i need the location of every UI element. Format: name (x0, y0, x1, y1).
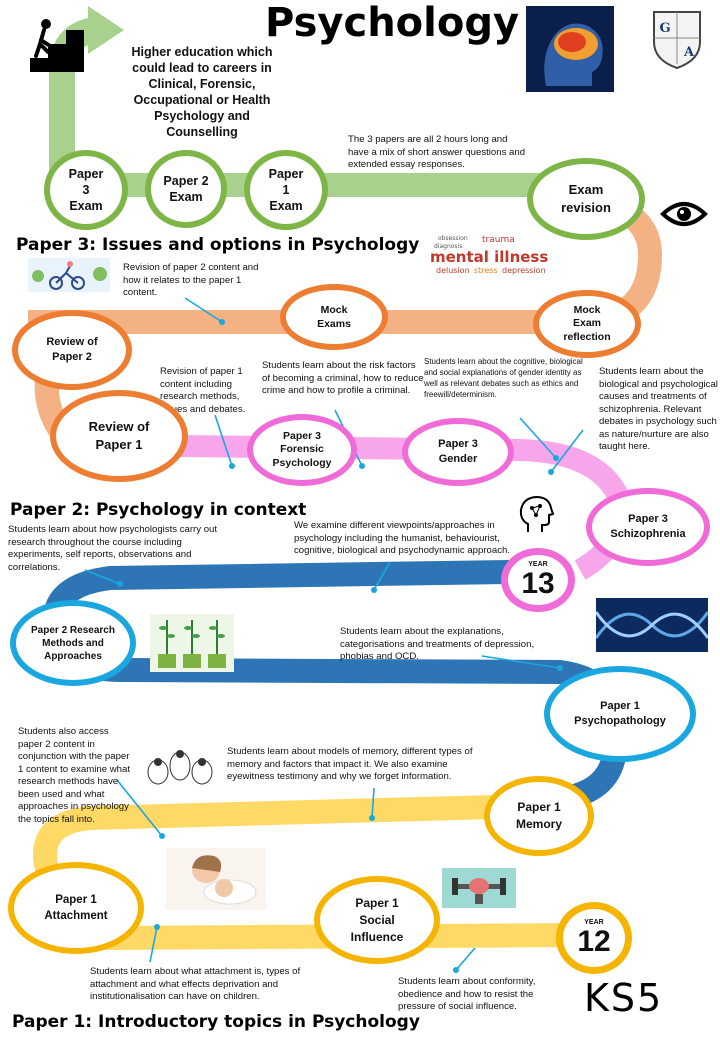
year12-badge: YEAR 12 (556, 902, 632, 974)
exam-revision-circle: Exam revision (527, 158, 645, 240)
wordcloud-word: obsession (438, 235, 468, 242)
logo-letter-a: A (683, 45, 695, 60)
revision-paper1-note: Revision of paper 1 content including re… (160, 366, 246, 415)
heading-paper1: Paper 1: Introductory topics in Psycholo… (12, 1012, 420, 1032)
psychopathology-circle: Paper 1 Psychopathology (544, 666, 696, 762)
eye-icon (660, 198, 708, 230)
memory-circle: Paper 1 Memory (484, 776, 594, 856)
wordcloud-word: depression (502, 266, 546, 275)
paper3-exam-circle: Paper 3 Exam (44, 150, 128, 230)
approaches-note: We examine different viewpoints/approach… (294, 520, 510, 556)
social-influence-circle: Paper 1 Social Influence (314, 876, 440, 964)
page-title: Psychology (265, 0, 520, 46)
bicycle-image (28, 258, 110, 292)
dumbbell-brain-image (442, 868, 516, 908)
gender-note: Students learn about the cognitive, biol… (424, 357, 583, 399)
paper2-exam-circle: Paper 2 Exam (145, 150, 227, 228)
forensic-psychology-circle: Paper 3 Forensic Psychology (247, 414, 357, 486)
wordcloud-word: trauma (482, 235, 515, 245)
psychopathology-note: Students learn about the explanations, c… (340, 626, 535, 662)
research-methods-circle: Paper 2 Research Methods and Approaches (10, 600, 136, 686)
ks5-label: KS5 (584, 976, 664, 1020)
wordcloud-word: diagnosis (434, 243, 462, 250)
mock-exam-reflection-circle: Mock Exam reflection (533, 290, 641, 358)
year13-badge: YEAR 13 (501, 548, 575, 612)
social-note: Students learn about conformity, obedien… (398, 976, 536, 1012)
wordcloud-word: delusion (436, 266, 470, 275)
word-cloud-image: obsession trauma diagnosis mental illnes… (424, 232, 554, 280)
wordcloud-word: stress (474, 266, 498, 275)
plants-image (150, 614, 234, 672)
attachment-circle: Paper 1 Attachment (8, 862, 144, 954)
heading-paper2: Paper 2: Psychology in context (10, 500, 307, 520)
dna-image (594, 598, 710, 652)
baby-image (166, 848, 266, 910)
review-paper2-circle: Review of Paper 2 (12, 310, 132, 390)
memory-note: Students learn about models of memory, d… (227, 746, 473, 782)
mock-exams-circle: Mock Exams (280, 284, 388, 350)
forensic-note: Students learn about the risk factors of… (262, 360, 424, 396)
gender-circle: Paper 3 Gender (402, 418, 514, 486)
stairs-icon (24, 14, 96, 76)
schizophrenia-note: Students learn about the biological and … (599, 366, 718, 452)
paper2-access-note: Students also access paper 2 content in … (18, 726, 130, 825)
attachment-note: Students learn about what attachment is,… (90, 966, 301, 1002)
heading-paper3: Paper 3: Issues and options in Psycholog… (16, 235, 420, 255)
schizophrenia-circle: Paper 3 Schizophrenia (586, 488, 710, 566)
brain-head-icon (526, 6, 614, 92)
research-note: Students learn about how psychologists c… (8, 524, 218, 573)
sheep-image (144, 744, 216, 790)
revision-paper2-note: Revision of paper 2 content and how it r… (123, 262, 259, 298)
ai-head-icon (518, 494, 555, 534)
wordcloud-word: mental illness (430, 248, 548, 266)
higher-education-text: Higher education which could lead to car… (131, 45, 273, 139)
logo-letter-g: G (659, 21, 670, 36)
review-paper1-circle: Review of Paper 1 (50, 390, 188, 482)
school-logo: G A (650, 8, 704, 70)
papers-note: The 3 papers are all 2 hours long and ha… (348, 134, 526, 170)
paper1-exam-circle: Paper 1 Exam (244, 150, 328, 230)
